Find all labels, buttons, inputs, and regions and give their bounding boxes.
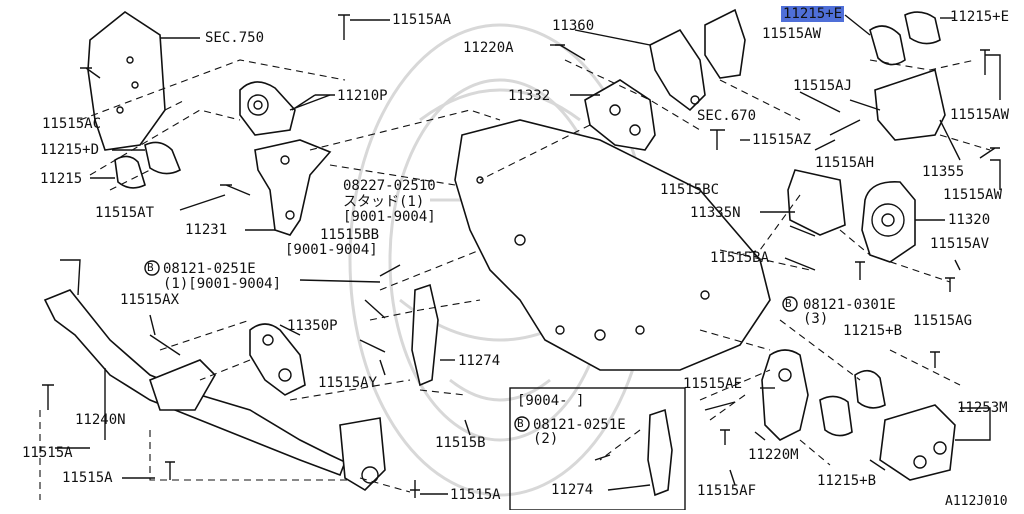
part-label-11515aw-mid[interactable]: 11515AW [950, 107, 1010, 123]
dashed-leaders [39, 59, 991, 500]
bracket-11231 [254, 139, 332, 236]
circled-letter-b-3: B [517, 417, 524, 430]
part-label-11240n[interactable]: 11240N [75, 412, 126, 428]
part-label-11515at[interactable]: 11515AT [95, 205, 155, 221]
bracket-sec670 [704, 8, 746, 79]
part-label-08227-02510[interactable]: 08227-02510 [343, 178, 436, 194]
crossmember-end [339, 417, 386, 492]
part-label-11515aw-low[interactable]: 11515AW [943, 187, 1003, 203]
bolts [42, 14, 1000, 498]
part-note-range-3: [9004- ] [517, 393, 585, 409]
mount-11220m [761, 349, 809, 441]
part-label-11515ax[interactable]: 11515AX [120, 292, 180, 308]
part-label-11515ba[interactable]: 11515BA [710, 250, 770, 266]
part-label-11515ae[interactable]: 11515AE [683, 376, 743, 392]
part-label-11215e-highlighted[interactable]: 11215+E [781, 6, 845, 22]
mount-11320 [861, 181, 916, 263]
pad-11215 [114, 155, 146, 189]
bracket-11332 [584, 79, 656, 151]
part-label-11360[interactable]: 11360 [552, 18, 595, 34]
bracket-11355 [874, 68, 946, 141]
part-label-11515aj[interactable]: 11515AJ [793, 78, 853, 94]
pad-11215e-b [904, 11, 941, 45]
circled-letter-b-2: B [785, 297, 792, 310]
pad-11215b-low [819, 395, 853, 437]
part-note-qty-2: (2) [533, 431, 559, 447]
part-label-11274-mid[interactable]: 11274 [458, 353, 501, 369]
part-label-11515ag[interactable]: 11515AG [913, 313, 973, 329]
part-note-stud: スタッド(1) [343, 194, 425, 210]
part-note-range-2: [9001-9004] [285, 242, 378, 258]
part-note-range-1: [9001-9004] [343, 209, 436, 225]
crossmember-11240n [43, 289, 347, 477]
part-note-qty-3: (3) [803, 311, 829, 327]
part-label-11210p[interactable]: 11210P [337, 88, 388, 104]
part-label-08121-0251e-inset[interactable]: 08121-0251E [533, 417, 626, 433]
part-label-11215b-top[interactable]: 11215+B [843, 323, 903, 339]
part-label-11215b-low[interactable]: 11215+B [817, 473, 877, 489]
part-label-11215e[interactable]: 11215+E [950, 9, 1010, 25]
part-label-11335n[interactable]: 11335N [690, 205, 741, 221]
part-label-11220m[interactable]: 11220M [748, 447, 799, 463]
part-label-08121-0301e[interactable]: 08121-0301E [803, 297, 896, 313]
engine-block [454, 119, 771, 371]
bracket-11274-mid [411, 283, 439, 387]
solid-leaders [55, 14, 1001, 495]
part-label-11515ay[interactable]: 11515AY [318, 375, 378, 391]
part-label-11515aw-top[interactable]: 11515AW [762, 26, 822, 42]
bracket-11335n [787, 169, 846, 236]
pad-11215d [144, 141, 182, 175]
pad-11215e-a [869, 25, 906, 66]
circled-letter-b-1: B [147, 261, 154, 274]
bracket-11253m [879, 404, 956, 481]
bracket-11274-low [647, 408, 673, 497]
part-label-11215[interactable]: 11215 [40, 171, 83, 187]
sec750-bracket [87, 11, 166, 151]
part-label-08121-0251e[interactable]: 08121-0251E [163, 261, 256, 277]
bracket-11360 [649, 28, 706, 112]
part-label-11515bc[interactable]: 11515BC [660, 182, 720, 198]
part-label-11332[interactable]: 11332 [508, 88, 551, 104]
part-label-11515b[interactable]: 11515B [435, 435, 486, 451]
part-label-11320[interactable]: 11320 [948, 212, 991, 228]
part-label-11515av[interactable]: 11515AV [930, 236, 990, 252]
part-note-qty-range: (1)[9001-9004] [163, 276, 282, 292]
part-label-11515ac[interactable]: 11515AC [42, 116, 102, 132]
part-label-11253m[interactable]: 11253M [957, 400, 1008, 416]
part-label-11215d[interactable]: 11215+D [40, 142, 100, 158]
part-label-sec670[interactable]: SEC.670 [697, 108, 757, 124]
part-label-11515az[interactable]: 11515AZ [752, 132, 812, 148]
part-label-11274-low[interactable]: 11274 [551, 482, 594, 498]
part-label-11231[interactable]: 11231 [185, 222, 228, 238]
circled-b-markers [144, 260, 798, 432]
crossmember-bracket [149, 359, 216, 411]
part-label-11515af[interactable]: 11515AF [697, 483, 757, 499]
part-label-11350p[interactable]: 11350P [287, 318, 338, 334]
part-label-sec750[interactable]: SEC.750 [205, 30, 265, 46]
diagram-code: A112J010 [945, 494, 1008, 509]
part-label-11515a-bottom[interactable]: 11515A [450, 487, 501, 503]
pad-11215b-top [854, 369, 886, 409]
mount-11350p [249, 323, 306, 396]
part-label-11515a-left[interactable]: 11515A [22, 445, 73, 461]
part-label-11515ah[interactable]: 11515AH [815, 155, 875, 171]
part-label-11515bb[interactable]: 11515BB [320, 227, 380, 243]
part-label-11515aa[interactable]: 11515AA [392, 12, 452, 28]
part-label-11220a[interactable]: 11220A [463, 40, 514, 56]
part-label-11515a-low[interactable]: 11515A [62, 470, 113, 486]
part-label-11355[interactable]: 11355 [922, 164, 965, 180]
